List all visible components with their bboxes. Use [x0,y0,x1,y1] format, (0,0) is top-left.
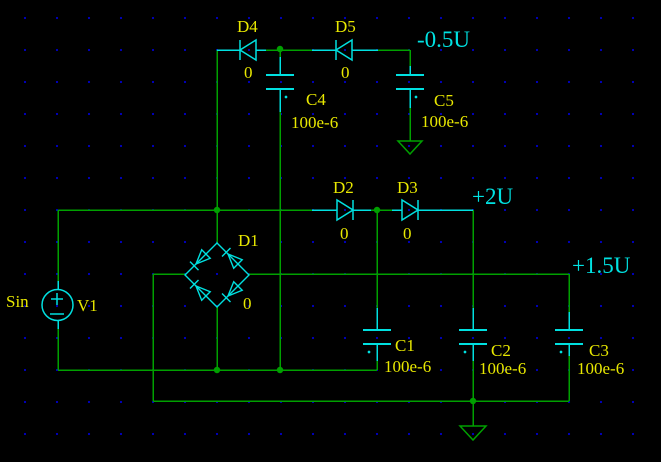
source-V1-ref[interactable]: V1 [77,296,98,315]
diode-D4-value[interactable]: 0 [244,63,253,82]
diode-D2[interactable] [336,198,355,222]
source-circle [41,288,74,322]
capacitor-C2-value[interactable]: 100e-6 [479,359,527,378]
bridge-diamond [184,242,250,308]
capacitor-C5-ref[interactable]: C5 [434,91,454,110]
capacitor-C4[interactable] [266,74,294,99]
polarity-dot [414,95,418,99]
junction-dot [213,206,221,214]
junction-dot [213,366,221,374]
polarity-dot [463,350,467,354]
diode-D5[interactable] [334,38,353,62]
polarity-dot [284,95,288,99]
ground-symbol-c5[interactable] [396,140,424,156]
net-label-neg-0-5u[interactable]: -0.5U [417,27,471,52]
junction-dot [276,45,284,53]
capacitor-C1-ref[interactable]: C1 [395,336,415,355]
grounds[interactable] [396,140,488,442]
capacitor-C4-ref[interactable]: C4 [306,90,326,109]
diode-bridge-D1[interactable] [184,242,250,308]
capacitor-C2[interactable] [459,329,487,354]
capacitor-C2-ref[interactable]: C2 [491,341,511,360]
diode-D5-ref[interactable]: D5 [335,17,356,36]
ground-symbol-main[interactable] [458,425,488,442]
plus-sign [51,293,63,305]
junction-dots [213,45,477,405]
capacitor-C5-value[interactable]: 100e-6 [421,112,469,131]
capacitor-C1-value[interactable]: 100e-6 [384,357,432,376]
capacitor-C3[interactable] [555,329,583,354]
diode-D5-value[interactable]: 0 [341,63,350,82]
pin-leads [57,49,570,361]
polarity-dot [367,350,371,354]
junction-dot [469,397,477,405]
polarity-dot [559,350,563,354]
diode-D3-ref[interactable]: D3 [397,178,418,197]
diode-D4-ref[interactable]: D4 [237,17,258,36]
net-label-plus-1-5u[interactable]: +1.5U [572,253,631,278]
capacitor-C5[interactable] [396,74,424,99]
capacitor-C1[interactable] [363,329,391,354]
source-V1[interactable] [41,288,74,322]
net-label-plus-2u[interactable]: +2U [472,184,514,209]
capacitor-C3-ref[interactable]: C3 [589,341,609,360]
capacitor-C3-value[interactable]: 100e-6 [577,359,625,378]
capacitors[interactable] [266,74,583,354]
diodes[interactable] [238,38,420,222]
bridge-D1-ref[interactable]: D1 [238,231,259,250]
diode-D4[interactable] [238,38,257,62]
diode-D3-value[interactable]: 0 [403,224,412,243]
diode-D2-value[interactable]: 0 [340,224,349,243]
bridge-D1-value[interactable]: 0 [243,294,252,313]
diode-D3[interactable] [401,198,420,222]
junction-dot [373,206,381,214]
capacitor-C4-value[interactable]: 100e-6 [291,113,339,132]
junction-dot [276,366,284,374]
source-V1-value[interactable]: Sin [6,292,29,311]
diode-D2-ref[interactable]: D2 [333,178,354,197]
